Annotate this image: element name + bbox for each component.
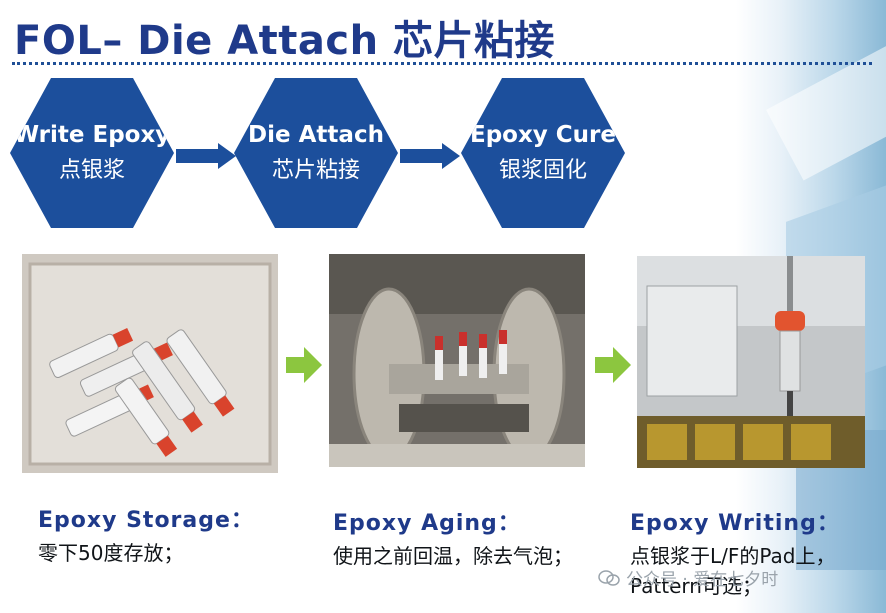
step-label-zh: 银浆固化 (498, 158, 587, 183)
epoxy-storage-caption: Epoxy Storage： 零下50度存放； (38, 502, 254, 568)
caption-description: 点银浆于L/F的Pad上，Pattern可选； (630, 544, 836, 598)
watermark-text: 公众号 · 爱在七夕时 (626, 570, 779, 590)
caption-description: 零下50度存放； (38, 541, 184, 565)
step-label-en: Epoxy Cure (469, 122, 616, 148)
step-label-zh: 点银浆 (58, 158, 125, 183)
epoxy-storage-photo (22, 254, 278, 473)
caption-description: 使用之前回温，除去气泡； (333, 544, 573, 568)
epoxy-aging-photo (329, 254, 585, 467)
caption-title: Epoxy Storage： (38, 508, 254, 533)
step-epoxy-cure-hexagon: Epoxy Cure 银浆固化 (461, 78, 625, 228)
step-write-epoxy-hexagon: Write Epoxy 点银浆 (10, 78, 174, 228)
dotted-divider (12, 62, 872, 65)
watermark: 公众号 · 爱在七夕时 (598, 565, 778, 590)
next-arrow-icon (286, 347, 322, 383)
step-label-en: Write Epoxy (13, 122, 171, 148)
step-label-en: Die Attach (248, 122, 384, 148)
caption-title: Epoxy Writing： (630, 511, 840, 536)
epoxy-aging-caption: Epoxy Aging： 使用之前回温，除去气泡； (333, 505, 583, 571)
step-die-attach-hexagon: Die Attach 芯片粘接 (234, 78, 398, 228)
process-arrow-icon (400, 143, 460, 169)
step-label-zh: 芯片粘接 (271, 158, 360, 183)
next-arrow-icon (595, 347, 631, 383)
caption-title: Epoxy Aging： (333, 511, 521, 536)
wechat-icon (598, 569, 620, 586)
process-arrow-icon (176, 143, 236, 169)
epoxy-writing-caption: Epoxy Writing： 点银浆于L/F的Pad上，Pattern可选； (630, 505, 880, 601)
epoxy-writing-photo (637, 256, 865, 468)
slide-title: FOL– Die Attach 芯片粘接 (14, 18, 556, 64)
